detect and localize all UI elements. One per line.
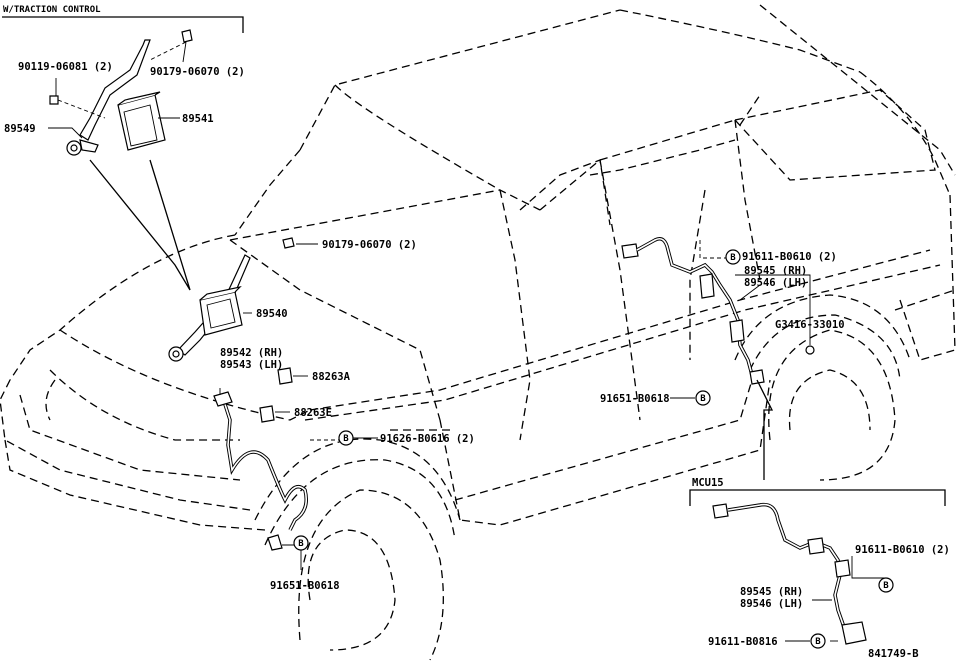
inset-mcu-title: MCU15 (692, 477, 724, 489)
svg-text:B: B (730, 253, 736, 263)
b-marker-91651-front: B (293, 535, 309, 551)
label-90179-top: 90179-06070 (2) (150, 66, 245, 78)
svg-text:B: B (343, 434, 349, 444)
label-89545-rear: 89545 (RH) (744, 265, 807, 277)
label-90179-mid: 90179-06070 (2) (322, 239, 417, 251)
b-marker-91626: B (338, 430, 354, 446)
label-89545-mcu: 89545 (RH) (740, 586, 803, 598)
label-91626: 91626-B0616 (2) (380, 433, 475, 445)
label-88263A: 88263A (312, 371, 351, 383)
label-89541: 89541 (182, 113, 214, 125)
label-89546-mcu: 89546 (LH) (740, 598, 803, 610)
label-89542: 89542 (RH) (220, 347, 283, 359)
drawing-code: 841749-B (868, 648, 919, 660)
label-91611-mcu: 91611-B0610 (2) (855, 544, 950, 556)
label-91611-rear: 91611-B0610 (2) (742, 251, 837, 263)
label-90119: 90119-06081 (2) (18, 61, 113, 73)
label-89549: 89549 (4, 123, 36, 135)
b-marker-91611-mcu: B (878, 577, 894, 593)
b-marker-91611-bottom: B (810, 633, 826, 649)
label-88263E: 88263E (294, 407, 332, 419)
svg-text:B: B (815, 637, 821, 647)
traction-control-inset: W/TRACTION CONTROL (2, 5, 244, 291)
label-91651-front: 91651-B0618 (270, 580, 340, 592)
label-89540: 89540 (256, 308, 288, 320)
label-91651-rear: 91651-B0618 (600, 393, 670, 405)
svg-text:B: B (883, 581, 889, 591)
label-G3416: G3416-33010 (775, 319, 845, 331)
label-89543: 89543 (LH) (220, 359, 283, 371)
label-91611-bottom: 91611-B0816 (708, 636, 778, 648)
rear-sensor-parts (621, 237, 815, 480)
engine-bay-parts (168, 237, 340, 551)
inset-traction-title: W/TRACTION CONTROL (3, 5, 101, 15)
label-89546-rear: 89546 (LH) (744, 277, 807, 289)
b-marker-91611-rear: B (725, 249, 741, 265)
b-marker-91651-rear: B (695, 390, 711, 406)
svg-text:B: B (700, 394, 706, 404)
mcu15-inset: MCU15 (689, 477, 946, 645)
svg-text:B: B (298, 539, 304, 549)
